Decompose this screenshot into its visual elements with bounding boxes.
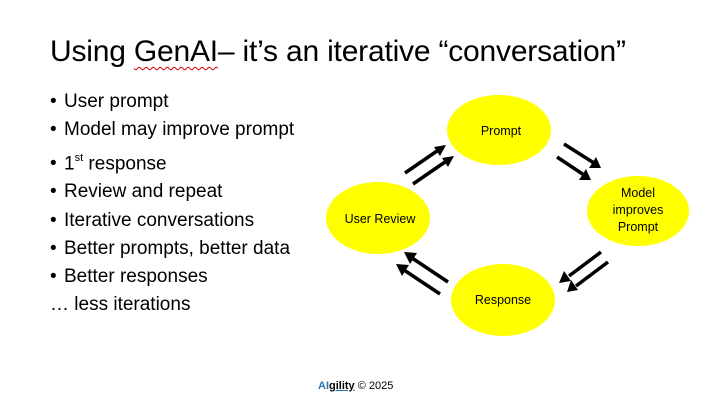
bullet-text: Better responses (64, 266, 208, 288)
bullet-item-final: … less iterations (50, 291, 294, 319)
slide-title: Using GenAI– it’s an iterative “conversa… (50, 35, 626, 69)
bullet-text: Iterative conversations (64, 209, 255, 231)
bullet-marker: • (50, 237, 57, 259)
bullet-text: Model may improve prompt (64, 119, 295, 141)
bullet-marker: • (50, 181, 57, 203)
title-prefix: Using (50, 35, 134, 68)
bullet-superscript: st (74, 151, 84, 164)
brand-logo-ai: AI (318, 380, 329, 392)
arrow-model-to-response (559, 250, 610, 292)
bullet-marker: • (50, 152, 57, 174)
node-model-label-line3: Prompt (618, 220, 659, 234)
node-model-label-line2: improves (613, 203, 664, 217)
arrow-review-to-prompt (404, 145, 454, 186)
bullet-item: • User prompt (50, 88, 294, 116)
bullet-item: • 1st response (50, 145, 294, 179)
node-prompt-shape (447, 95, 551, 165)
bullet-item: • Better prompts, better data (50, 235, 294, 263)
title-genai-word: GenAI (133, 35, 218, 68)
node-response-label: Response (475, 293, 531, 307)
brand-logo-rest: gility (329, 380, 355, 392)
arrows (396, 142, 610, 296)
node-review-shape (326, 182, 430, 254)
node-prompt: Prompt (447, 95, 551, 165)
bullet-text-tail: response (83, 152, 167, 174)
node-review: User Review (326, 182, 430, 254)
bullet-item: • Better responses (50, 263, 294, 291)
node-review-label: User Review (345, 212, 417, 226)
bullet-text: 1 (64, 152, 75, 174)
bullet-text: Better prompts, better data (64, 237, 291, 259)
bullet-list: • User prompt • Model may improve prompt •… (50, 88, 294, 320)
footer: AIgility © 2025 (318, 380, 393, 392)
bullet-marker: • (50, 266, 57, 288)
title-suffix: – it’s an iterative “conversation” (217, 35, 626, 68)
copyright-text: © 2025 (357, 380, 394, 392)
bullet-text: User prompt (64, 91, 169, 112)
node-model-label-line1: Model (621, 186, 655, 200)
bullet-marker: • (50, 119, 57, 141)
arrow-response-to-review (396, 252, 449, 296)
bullet-marker: • (50, 209, 57, 231)
arrow-prompt-to-model (556, 142, 601, 180)
bullet-item: • Review and repeat (50, 178, 294, 206)
bullet-marker: • (50, 91, 57, 112)
bullet-item: • Iterative conversations (50, 207, 294, 235)
bullet-text: Review and repeat (64, 181, 223, 203)
node-response-shape (451, 264, 555, 336)
bullet-item: • Model may improve prompt (50, 116, 294, 144)
node-prompt-label: Prompt (481, 124, 522, 138)
node-response: Response (451, 264, 555, 336)
bullet-text: … less iterations (50, 294, 191, 316)
node-model: Model improves Prompt (587, 176, 689, 246)
node-model-shape (587, 176, 689, 246)
